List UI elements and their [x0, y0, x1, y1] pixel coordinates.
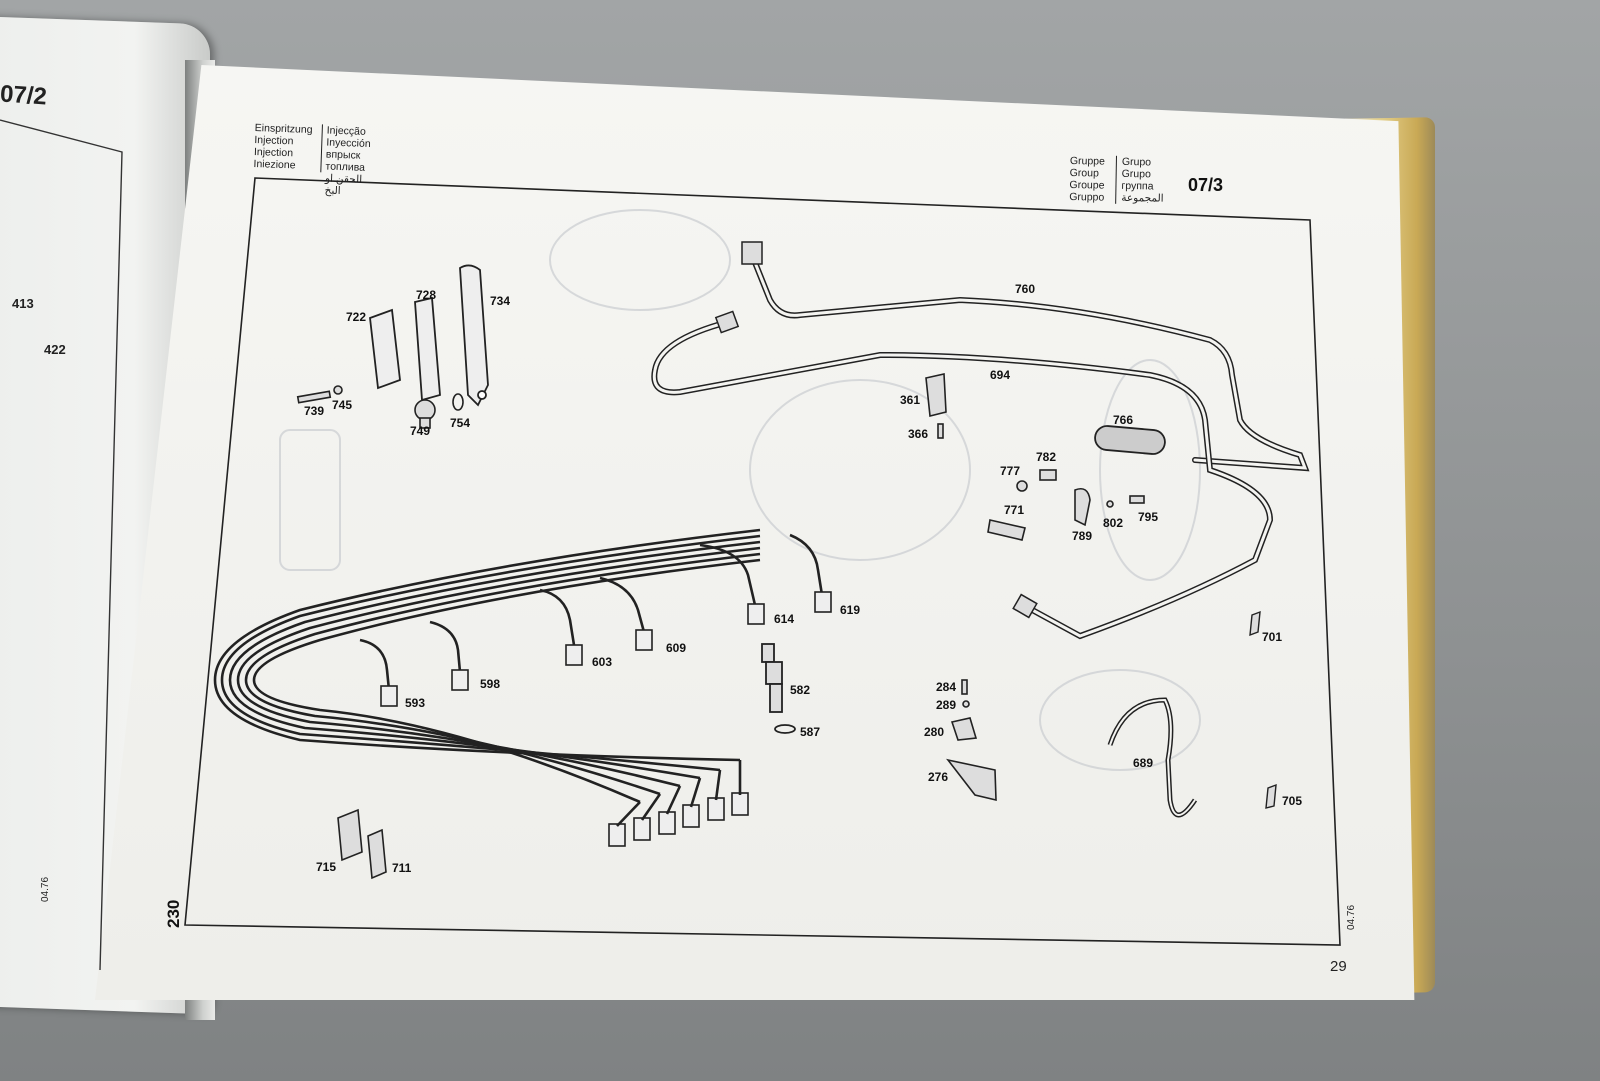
ghost-drawing — [279, 209, 1201, 771]
part-label: 587 — [800, 725, 821, 739]
part-label: 754 — [450, 416, 471, 430]
part-label: 711 — [392, 861, 412, 875]
clamp-brackets — [369, 264, 489, 407]
part-label: 734 — [490, 294, 511, 308]
left-date-code: 04.76 — [40, 876, 51, 902]
part-label: 289 — [936, 698, 957, 712]
part-label: 802 — [1103, 516, 1124, 530]
clip-701 — [1249, 610, 1261, 637]
part-label: 422 — [44, 342, 66, 357]
part-label: 715 — [316, 860, 337, 874]
part-label: 366 — [908, 427, 929, 441]
part-label: 701 — [1262, 630, 1283, 644]
part-label: 749 — [410, 424, 431, 438]
part-label: 739 — [304, 404, 325, 418]
part-label: 782 — [1036, 450, 1057, 464]
part-label: 619 — [840, 603, 861, 617]
part-label: 689 — [1133, 756, 1154, 770]
part-label: 413 — [12, 296, 34, 311]
part-label: 582 — [790, 683, 811, 697]
injection-line-bundle — [213, 528, 761, 804]
injection-line-branches — [359, 533, 824, 691]
right-page — [95, 65, 1415, 1000]
part-label: 603 — [592, 655, 613, 669]
pipe-694 — [651, 319, 1274, 640]
part-label: 284 — [936, 680, 957, 694]
sleeve-766 — [1094, 425, 1166, 455]
part-label: 766 — [1113, 413, 1134, 427]
left-diagram-frame — [0, 119, 123, 971]
date-code: 04.76 — [1346, 904, 1357, 930]
part-label: 722 — [346, 310, 367, 324]
part-label: 694 — [990, 368, 1011, 382]
part-label: 361 — [900, 393, 921, 407]
part-label: 705 — [1282, 794, 1303, 808]
injector-582 — [761, 643, 796, 734]
pipe-fitting — [741, 241, 763, 265]
part-label: 777 — [1000, 464, 1021, 478]
part-label: 280 — [924, 725, 945, 739]
part-label: 598 — [480, 677, 501, 691]
group-number: 07/3 — [1188, 175, 1224, 195]
part-label: 728 — [416, 288, 437, 302]
side-page-number: 230 — [164, 899, 183, 928]
part-label: 614 — [774, 612, 795, 626]
clip-705 — [1265, 783, 1277, 809]
part-label: 276 — [928, 770, 949, 784]
page-number: 29 — [1330, 958, 1347, 975]
line-clamps — [337, 808, 387, 880]
part-label: 789 — [1072, 529, 1093, 543]
part-label: 593 — [405, 696, 426, 710]
part-label: 795 — [1138, 510, 1159, 524]
line-fittings — [380, 591, 832, 847]
part-label: 760 — [1015, 282, 1036, 296]
part-label: 771 — [1004, 503, 1025, 517]
part-label: 609 — [666, 641, 687, 655]
fasteners — [296, 373, 1145, 802]
part-label: 745 — [332, 398, 353, 412]
diagram-frame — [184, 177, 1341, 946]
